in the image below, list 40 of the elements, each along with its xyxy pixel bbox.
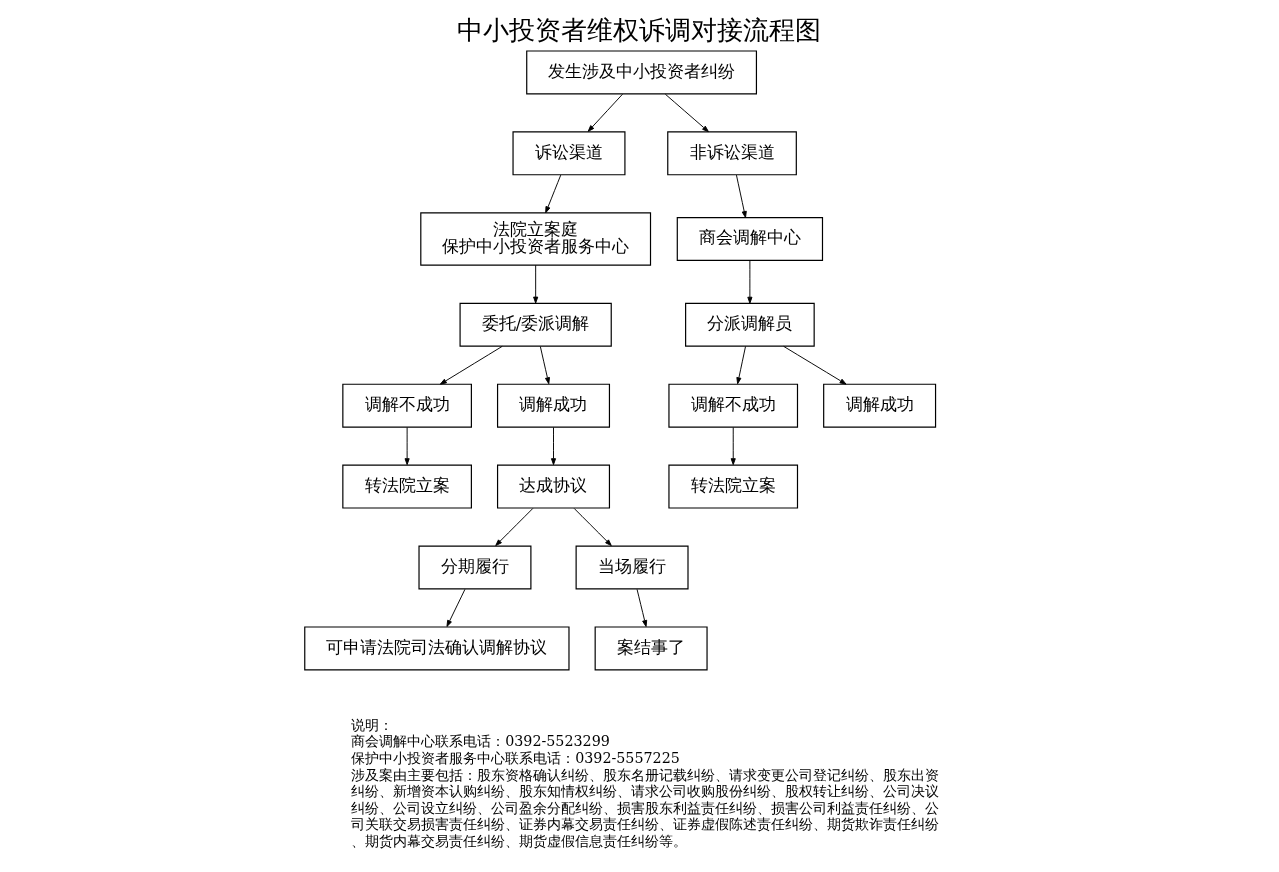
arrow [736, 346, 746, 385]
node-box: 调解不成功 [342, 383, 472, 428]
node-box: 转法院立案 [342, 464, 472, 509]
arrow [495, 507, 534, 547]
arrow [545, 174, 562, 214]
label: 说明： [351, 716, 394, 733]
arrow [664, 93, 709, 133]
arrow [587, 93, 623, 132]
node-box: 调解成功 [496, 383, 611, 428]
node-box: 调解成功 [823, 383, 937, 428]
label: 保护中小投资者服务中心联系电话：0392-5557225 [351, 749, 680, 766]
arrow [730, 427, 736, 466]
arrow [533, 264, 539, 304]
node-box: 达成协议 [496, 464, 611, 509]
node-box: 案结事了 [594, 626, 708, 671]
node-box: 当场履行 [575, 545, 689, 590]
node-box: 商会调解中心 [676, 217, 824, 262]
node-box: 委托/委派调解 [459, 302, 612, 347]
node-box: 法院立案庭 保护中小投资者服务中心 [420, 212, 652, 266]
node-box: 转法院立案 [668, 464, 799, 509]
arrow [573, 507, 612, 547]
diagram-title: 中小投资者维权诉调对接流程图 [457, 14, 822, 45]
arrow [404, 427, 410, 466]
arrow [539, 346, 550, 385]
arrow [636, 588, 648, 627]
arrow [439, 345, 503, 385]
arrow [446, 588, 466, 627]
label: 涉及案由主要包括：股东资格确认纠纷、股东名册记载纠纷、请求变更公司登记纠纷、股东出资纠纷、新增资本认购纠纷、股东知情权纠纷、请求公司收购股份纠纷、股权转让纠纷、公司决议纠纷、公司设立纠纷、公司盈余分配纠纷、损害股东利益责任纠纷、损害公司利益责任纠纷、公司关联交易损害责任纠纷、证券内幕交易责任纠纷、证券虚假陈述责任纠纷、期货欺诈责任纠纷、期货内幕交易责任纠纷、期货虚假信息责任纠纷等。 [351, 766, 940, 850]
node-box: 分派调解员 [685, 302, 815, 347]
arrow [747, 260, 753, 304]
arrow [783, 345, 847, 385]
node-box: 分期履行 [418, 545, 532, 590]
node-box: 调解不成功 [668, 383, 799, 428]
arrow [550, 427, 557, 466]
node-box: 发生涉及中小投资者纠纷 [526, 50, 758, 95]
label: 商会调解中心联系电话：0392-5523299 [351, 733, 610, 750]
arrow [735, 174, 747, 218]
node-box: 诉讼渠道 [512, 131, 626, 176]
node-box: 非诉讼渠道 [667, 131, 797, 176]
node-box: 可申请法院司法确认调解协议 [304, 626, 570, 671]
